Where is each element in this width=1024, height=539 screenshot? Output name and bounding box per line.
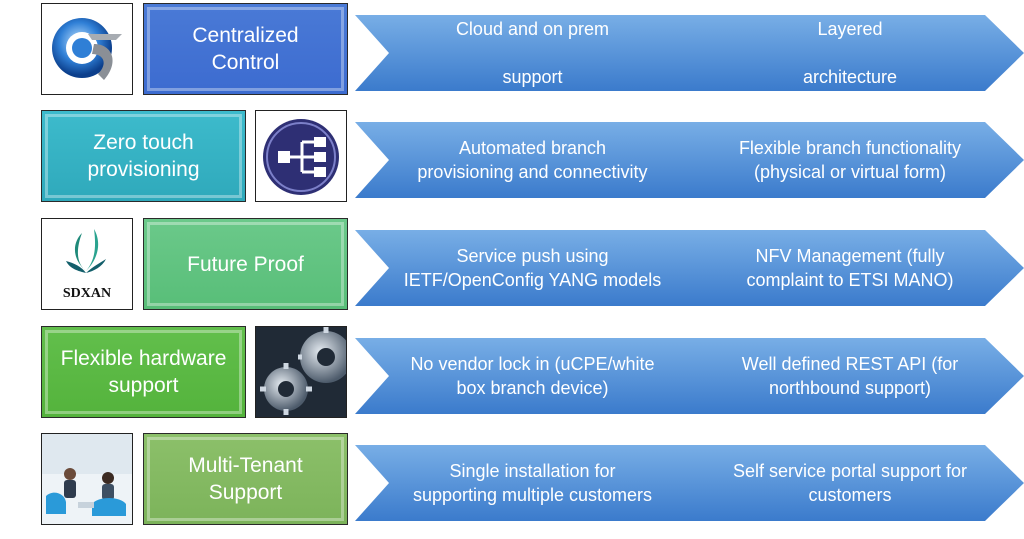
benefit-cell: Service push using IETF/OpenConfig YANG … [403,246,662,290]
feature-row-centralized-control: Centralized Control Cloud and on prem su… [0,3,1024,109]
chevron-arrow [355,122,1024,198]
benefit-cell: NFV Management (fully complaint to ETSI … [746,246,954,290]
feature-title: Multi-Tenant Support [188,454,303,504]
feature-label: Centralized Control [143,3,348,95]
chevron-arrow [355,338,1024,414]
feature-label: Flexible hardware support [41,326,246,418]
feature-title: Zero touch provisioning [87,131,200,181]
gears-photo-icon [255,326,347,418]
benefit-cell: Automated branch provisioning and connec… [417,138,648,182]
feature-row-future-proof: SDXAN Future Proof Service push using IE… [0,218,1024,324]
office-people-photo-icon [41,433,133,525]
network-hierarchy-icon [255,110,347,202]
swirl-logo-icon [41,3,133,95]
logo-text: SDXAN [62,286,112,301]
chevron-arrow [355,15,1024,91]
feature-label: Future Proof [143,218,348,310]
benefit-cell: Layered architecture [802,19,898,87]
feature-row-zero-touch: Zero touch provisioning Automated branch… [0,110,1024,216]
feature-title: Centralized Control [192,24,299,74]
benefit-cell: Well defined REST API (for northbound su… [741,354,959,398]
chevron-arrow [355,445,1024,521]
benefit-cell: Flexible branch functionality (physical … [738,138,962,182]
feature-row-flexible-hardware: Flexible hardware support [0,326,1024,432]
benefit-cell: Cloud and on prem support [455,19,610,87]
feature-title: Future Proof [187,252,304,276]
feature-label: Zero touch provisioning [41,110,246,202]
feature-title: Flexible hardware support [60,347,227,397]
feature-row-multi-tenant: Multi-Tenant Support Single installation… [0,433,1024,539]
sdxan-logo: SDXAN [41,218,133,310]
chevron-arrow [355,230,1024,306]
benefit-cell: No vendor lock in (uCPE/white box branch… [410,354,655,398]
benefit-cell: Self service portal support for customer… [732,461,968,505]
benefit-cell: Single installation for supporting multi… [412,461,653,505]
feature-label: Multi-Tenant Support [143,433,348,525]
